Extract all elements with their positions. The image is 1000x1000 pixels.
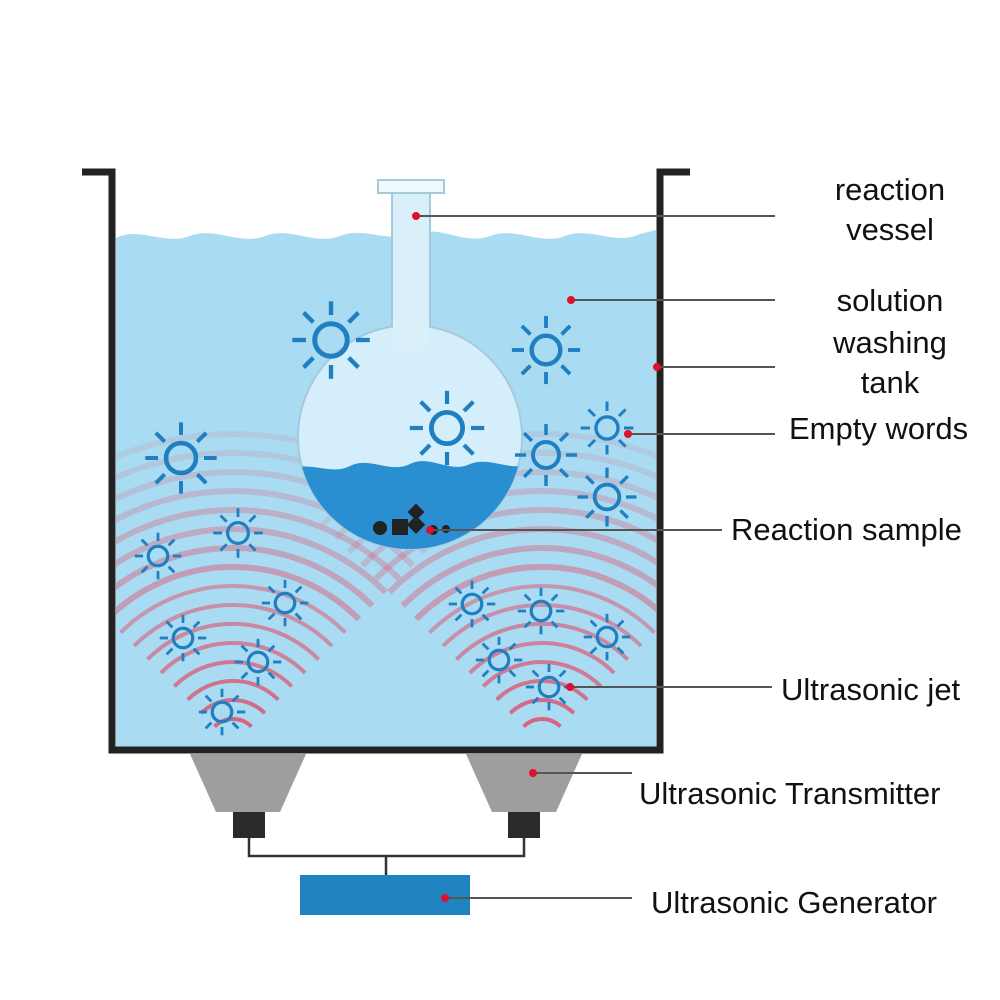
wave-arc	[413, 563, 656, 622]
label-ultrasonic-generator: Ultrasonic Generator	[651, 885, 938, 920]
ultrasonic-transmitter-right	[466, 754, 582, 838]
marker-ultrasonic-transmitter-icon	[529, 769, 537, 777]
wave-arc	[119, 584, 347, 635]
bubble-icon	[577, 467, 637, 527]
reaction-sample-particles	[373, 503, 450, 535]
wave-arc	[400, 545, 656, 608]
bubble-icon	[517, 587, 565, 635]
bubble-icon	[198, 688, 246, 736]
wave-arc	[481, 659, 603, 688]
bubble-icon	[234, 638, 282, 686]
wave-arc	[116, 563, 362, 622]
cavitation-bubbles	[134, 301, 637, 736]
wave-arc	[145, 622, 321, 661]
marker-solution-icon	[567, 296, 575, 304]
wave-arc	[116, 507, 402, 581]
wave-arc	[508, 698, 576, 715]
wave-arc	[522, 716, 562, 729]
wave-arc	[186, 678, 280, 702]
marker-dots	[412, 212, 661, 902]
bubble-icon	[580, 401, 634, 455]
washing-tank-wall	[82, 168, 690, 754]
ultrasonic-generator-box	[300, 875, 470, 915]
bubble-icon	[213, 508, 263, 558]
wave-arc	[454, 622, 630, 661]
bubble-icon	[515, 424, 577, 486]
wave-arc	[172, 659, 294, 688]
wave-arc	[441, 603, 643, 648]
bubble-icon	[448, 580, 496, 628]
label-ultrasonic-transmitter: Ultrasonic Transmitter	[639, 776, 941, 811]
wave-arc	[428, 584, 656, 635]
label-washing-tank-line1: washing	[833, 325, 947, 360]
label-washing-tank: washing tank	[800, 323, 980, 404]
ultrasonic-transmitter-left	[190, 754, 306, 838]
bubble-icon	[511, 315, 581, 385]
label-ultrasonic-jet: Ultrasonic jet	[781, 672, 961, 707]
bubble-icon	[134, 532, 182, 580]
wave-arc	[116, 545, 375, 608]
bubble-icon	[261, 579, 309, 627]
label-washing-tank-line2: tank	[860, 365, 920, 401]
bubble-icon	[292, 301, 370, 379]
bubble-icon	[475, 636, 523, 684]
marker-ultrasonic-generator-icon	[441, 894, 449, 902]
bubble-icon	[409, 390, 485, 466]
marker-washing-tank-icon	[653, 363, 661, 371]
bubble-icon	[159, 614, 207, 662]
wave-arc	[468, 641, 616, 675]
marker-reaction-vessel-icon	[412, 212, 420, 220]
label-reaction-vessel: reaction vessel	[800, 170, 980, 251]
label-solution: solution	[836, 283, 944, 318]
label-reaction-vessel-line1: reaction	[834, 172, 946, 207]
marker-empty-words-icon	[624, 430, 632, 438]
label-empty-words: Empty words	[789, 411, 969, 446]
label-reaction-sample: Reaction sample	[731, 512, 962, 547]
wave-arc	[116, 526, 388, 595]
marker-ultrasonic-jet-icon	[566, 683, 574, 691]
bubble-icon	[583, 613, 631, 661]
generator-wiring	[247, 838, 526, 875]
marker-reaction-sample-icon	[426, 526, 434, 534]
label-reaction-vessel-line2: vessel	[846, 212, 934, 248]
leader-lines	[416, 215, 775, 899]
wave-arc	[213, 716, 253, 729]
wave-arc	[159, 641, 307, 675]
bubble-icon	[145, 422, 217, 494]
wave-arc	[132, 603, 334, 648]
